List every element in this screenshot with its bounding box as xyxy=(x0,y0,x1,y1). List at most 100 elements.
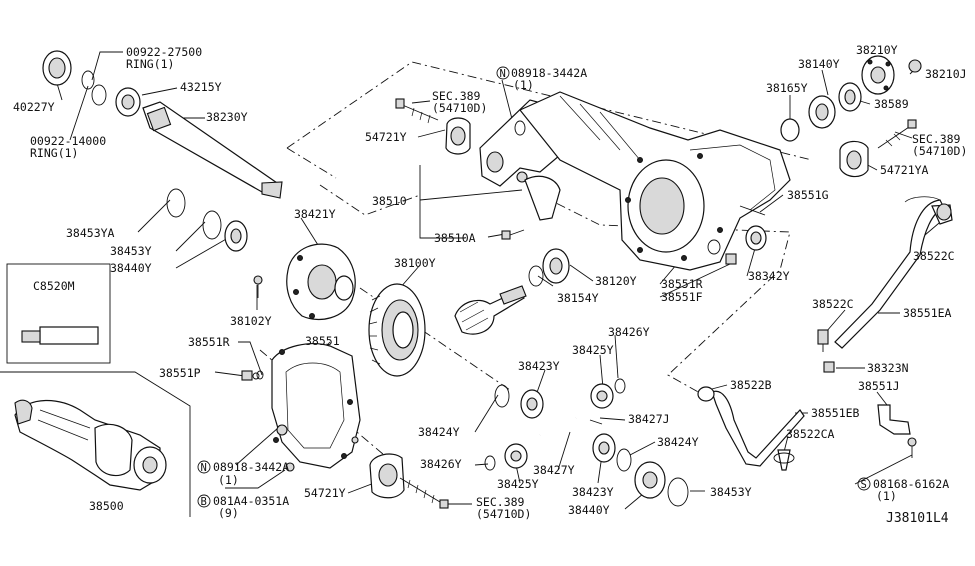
ring-00922-27500 xyxy=(91,84,107,106)
diff-case-38421y xyxy=(286,243,356,321)
label-ring-1-a: RING(1) xyxy=(126,57,174,71)
bearing-38440y-bottom xyxy=(634,461,666,499)
label-qty-1-bottom: (1) xyxy=(218,473,239,487)
breather-hose-38551eb xyxy=(711,390,805,467)
label-38551ea: 38551EA xyxy=(903,306,952,320)
label-38210y: 38210Y xyxy=(856,43,898,57)
bolt-081a4 xyxy=(285,462,295,472)
label-54721y-bottom: 54721Y xyxy=(304,486,346,500)
label-38154y: 38154Y xyxy=(557,291,599,305)
label-38500: 38500 xyxy=(89,499,124,513)
bolt-sec389-top xyxy=(395,98,439,124)
connector-38522c-mid xyxy=(817,329,829,352)
bolt-08168 xyxy=(907,437,917,458)
label-qty-1-right: (1) xyxy=(876,489,897,503)
mount-insulator-54721y-top xyxy=(445,117,471,155)
thrust-washer-38424y-right xyxy=(616,448,632,472)
label-38230y: 38230Y xyxy=(206,110,248,124)
label-sec389-top: SEC.389 xyxy=(432,89,481,103)
thrust-washer-38424y-left xyxy=(494,384,510,408)
label-38120y: 38120Y xyxy=(595,274,637,288)
label-38424y-left: 38424Y xyxy=(418,425,460,439)
bearing-38440y-left xyxy=(224,220,248,252)
label-38551p: 38551P xyxy=(159,366,201,380)
label-38102y: 38102Y xyxy=(230,314,272,328)
mount-insulator-54721ya xyxy=(839,140,869,178)
label-sec389-bottom: SEC.389 xyxy=(476,495,525,509)
breather-hose-38551ea xyxy=(834,196,953,349)
bearing-38120y xyxy=(542,248,570,284)
label-38423y-bottom: 38423Y xyxy=(572,485,614,499)
label-38453y-left: 38453Y xyxy=(110,244,152,258)
label-54721y-top: 54721Y xyxy=(365,130,407,144)
assembly-dashed-frame xyxy=(259,61,813,461)
label-38551j: 38551J xyxy=(858,379,900,393)
label-08168-6162a: 08168-6162A xyxy=(873,477,949,491)
label-40227y: 40227Y xyxy=(13,100,55,114)
o-ring-38453ya xyxy=(166,188,186,218)
label-38342y: 38342Y xyxy=(748,269,790,283)
oil-seal-40227y xyxy=(42,50,72,86)
label-54710d-right: (54710D) xyxy=(912,144,967,158)
svg-text:N: N xyxy=(500,68,506,80)
label-38100y: 38100Y xyxy=(394,256,436,270)
label-38510: 38510 xyxy=(372,194,407,208)
thrust-washer-38426y-top xyxy=(614,378,626,394)
plug-38551p xyxy=(241,370,260,381)
label-38427j: 38427J xyxy=(628,412,670,426)
pinion-mate-shaft-38427y xyxy=(539,416,577,437)
front-housing xyxy=(519,91,791,271)
clip-38551j xyxy=(877,404,911,435)
spacer-38165y xyxy=(780,118,800,142)
label-38589: 38589 xyxy=(874,97,909,111)
label-38522ca: 38522CA xyxy=(786,427,835,441)
marker-n-top: N xyxy=(496,66,510,80)
connector-38323n xyxy=(823,361,835,373)
label-08918-3442a-top: 08918-3442A xyxy=(511,66,587,80)
bracket-38510a xyxy=(524,175,561,221)
side-gear-38423y-top xyxy=(520,389,544,419)
label-qty-1-top: (1) xyxy=(513,78,534,92)
label-08918-3442a-bottom: 08918-3442A xyxy=(213,460,289,474)
bolt-sec389-right xyxy=(877,119,917,149)
svg-text:S: S xyxy=(861,479,867,491)
bolt-38510a xyxy=(501,229,525,240)
label-38323n: 38323N xyxy=(867,361,909,375)
label-43215y: 43215Y xyxy=(180,80,222,94)
stud-38551g xyxy=(739,205,766,216)
snap-ring-00922-14000 xyxy=(81,70,95,90)
inset-label-c8520m: C8520M xyxy=(33,279,75,293)
label-38165y: 38165Y xyxy=(766,81,808,95)
thrust-washer-38426y-bottom xyxy=(484,455,496,471)
label-081a4-0351a: 081A4-0351A xyxy=(213,494,289,508)
label-38510a: 38510A xyxy=(434,231,476,245)
label-54710d-bottom: (54710D) xyxy=(476,507,531,521)
label-38427y: 38427Y xyxy=(533,463,575,477)
bearing-43215y xyxy=(115,87,141,117)
label-38424y-right: 38424Y xyxy=(657,435,699,449)
mount-insulator-54721y-bottom xyxy=(369,453,405,499)
label-38421y: 38421Y xyxy=(294,207,336,221)
label-38551r-right: 38551R xyxy=(661,277,703,291)
label-00922-27500: 00922-27500 xyxy=(126,45,202,59)
axle-shaft-38230y xyxy=(142,101,283,199)
label-38426y-top: 38426Y xyxy=(608,325,650,339)
o-ring-38453y xyxy=(202,210,222,240)
connector-38522ca xyxy=(773,449,795,471)
label-38210j: 38210J xyxy=(925,67,967,81)
label-38551r-left: 38551R xyxy=(188,335,230,349)
label-38440y-left: 38440Y xyxy=(110,261,152,275)
label-00922-14000: 00922-14000 xyxy=(30,134,106,148)
label-38140y: 38140Y xyxy=(798,57,840,71)
plug-38551f xyxy=(725,253,737,265)
nut-08918-top xyxy=(516,171,528,183)
inset-plug-part xyxy=(21,330,41,343)
marker-n-bottom: N xyxy=(197,460,211,474)
marker-s: S xyxy=(857,477,871,491)
label-54721ya: 54721YA xyxy=(880,163,929,177)
clamp-38522b xyxy=(697,386,715,402)
o-ring-38453y-bottom xyxy=(667,477,689,507)
assembly-reference-box xyxy=(0,371,191,517)
